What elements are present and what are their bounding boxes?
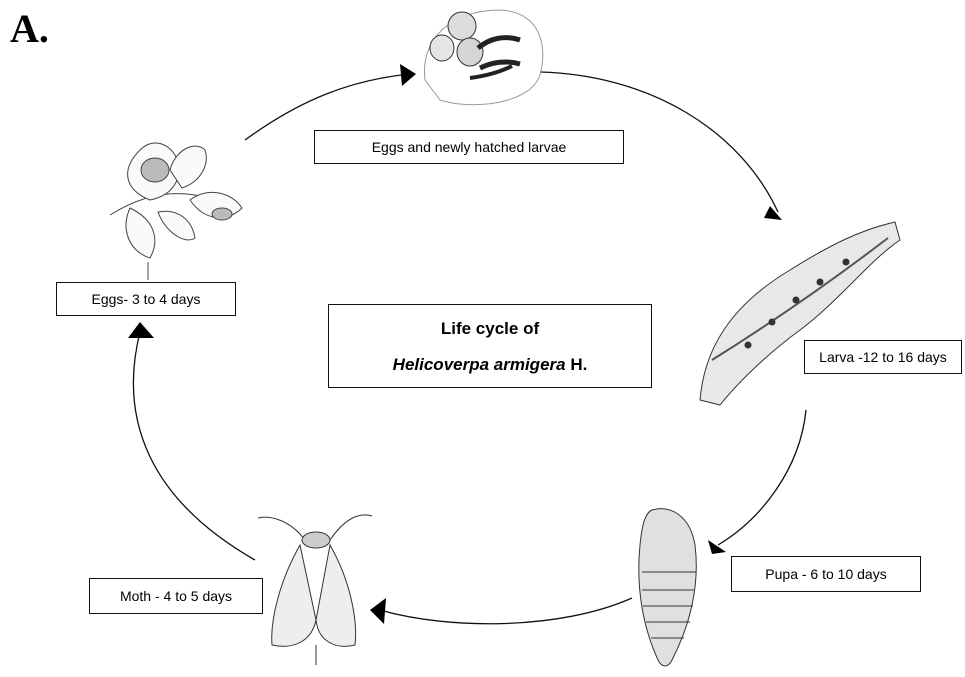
egg-cluster-illustration: [424, 10, 542, 105]
pupa-illustration: [639, 509, 696, 666]
stage-label-eggs: Eggs- 3 to 4 days: [56, 282, 236, 316]
diagram-title-line1: Life cycle of: [329, 319, 651, 339]
larva-illustration: [700, 222, 900, 405]
species-suffix: H.: [566, 355, 588, 374]
arrow-moth-to-eggs: [133, 332, 255, 560]
species-name: Helicoverpa armigera: [393, 355, 566, 374]
arrow-larva-to-pupa: [718, 410, 806, 545]
stage-label-eggs-hatch: Eggs and newly hatched larvae: [314, 130, 624, 164]
arrow-pupa-to-moth: [380, 598, 632, 624]
stage-label-larva: Larva -12 to 16 days: [804, 340, 962, 374]
diagram-title-box: Life cycle of Helicoverpa armigera H.: [328, 304, 652, 388]
arrowhead-eggs: [128, 322, 154, 338]
moth-illustration: [258, 515, 372, 665]
stage-label-pupa: Pupa - 6 to 10 days: [731, 556, 921, 592]
diagram-title-line2: Helicoverpa armigera H.: [329, 355, 651, 375]
arrowhead-hatch: [400, 64, 416, 86]
stage-label-moth: Moth - 4 to 5 days: [89, 578, 263, 614]
leaf-with-eggs-illustration: [110, 143, 242, 280]
arrowhead-larva: [764, 206, 782, 220]
arrowhead-moth: [370, 598, 386, 624]
